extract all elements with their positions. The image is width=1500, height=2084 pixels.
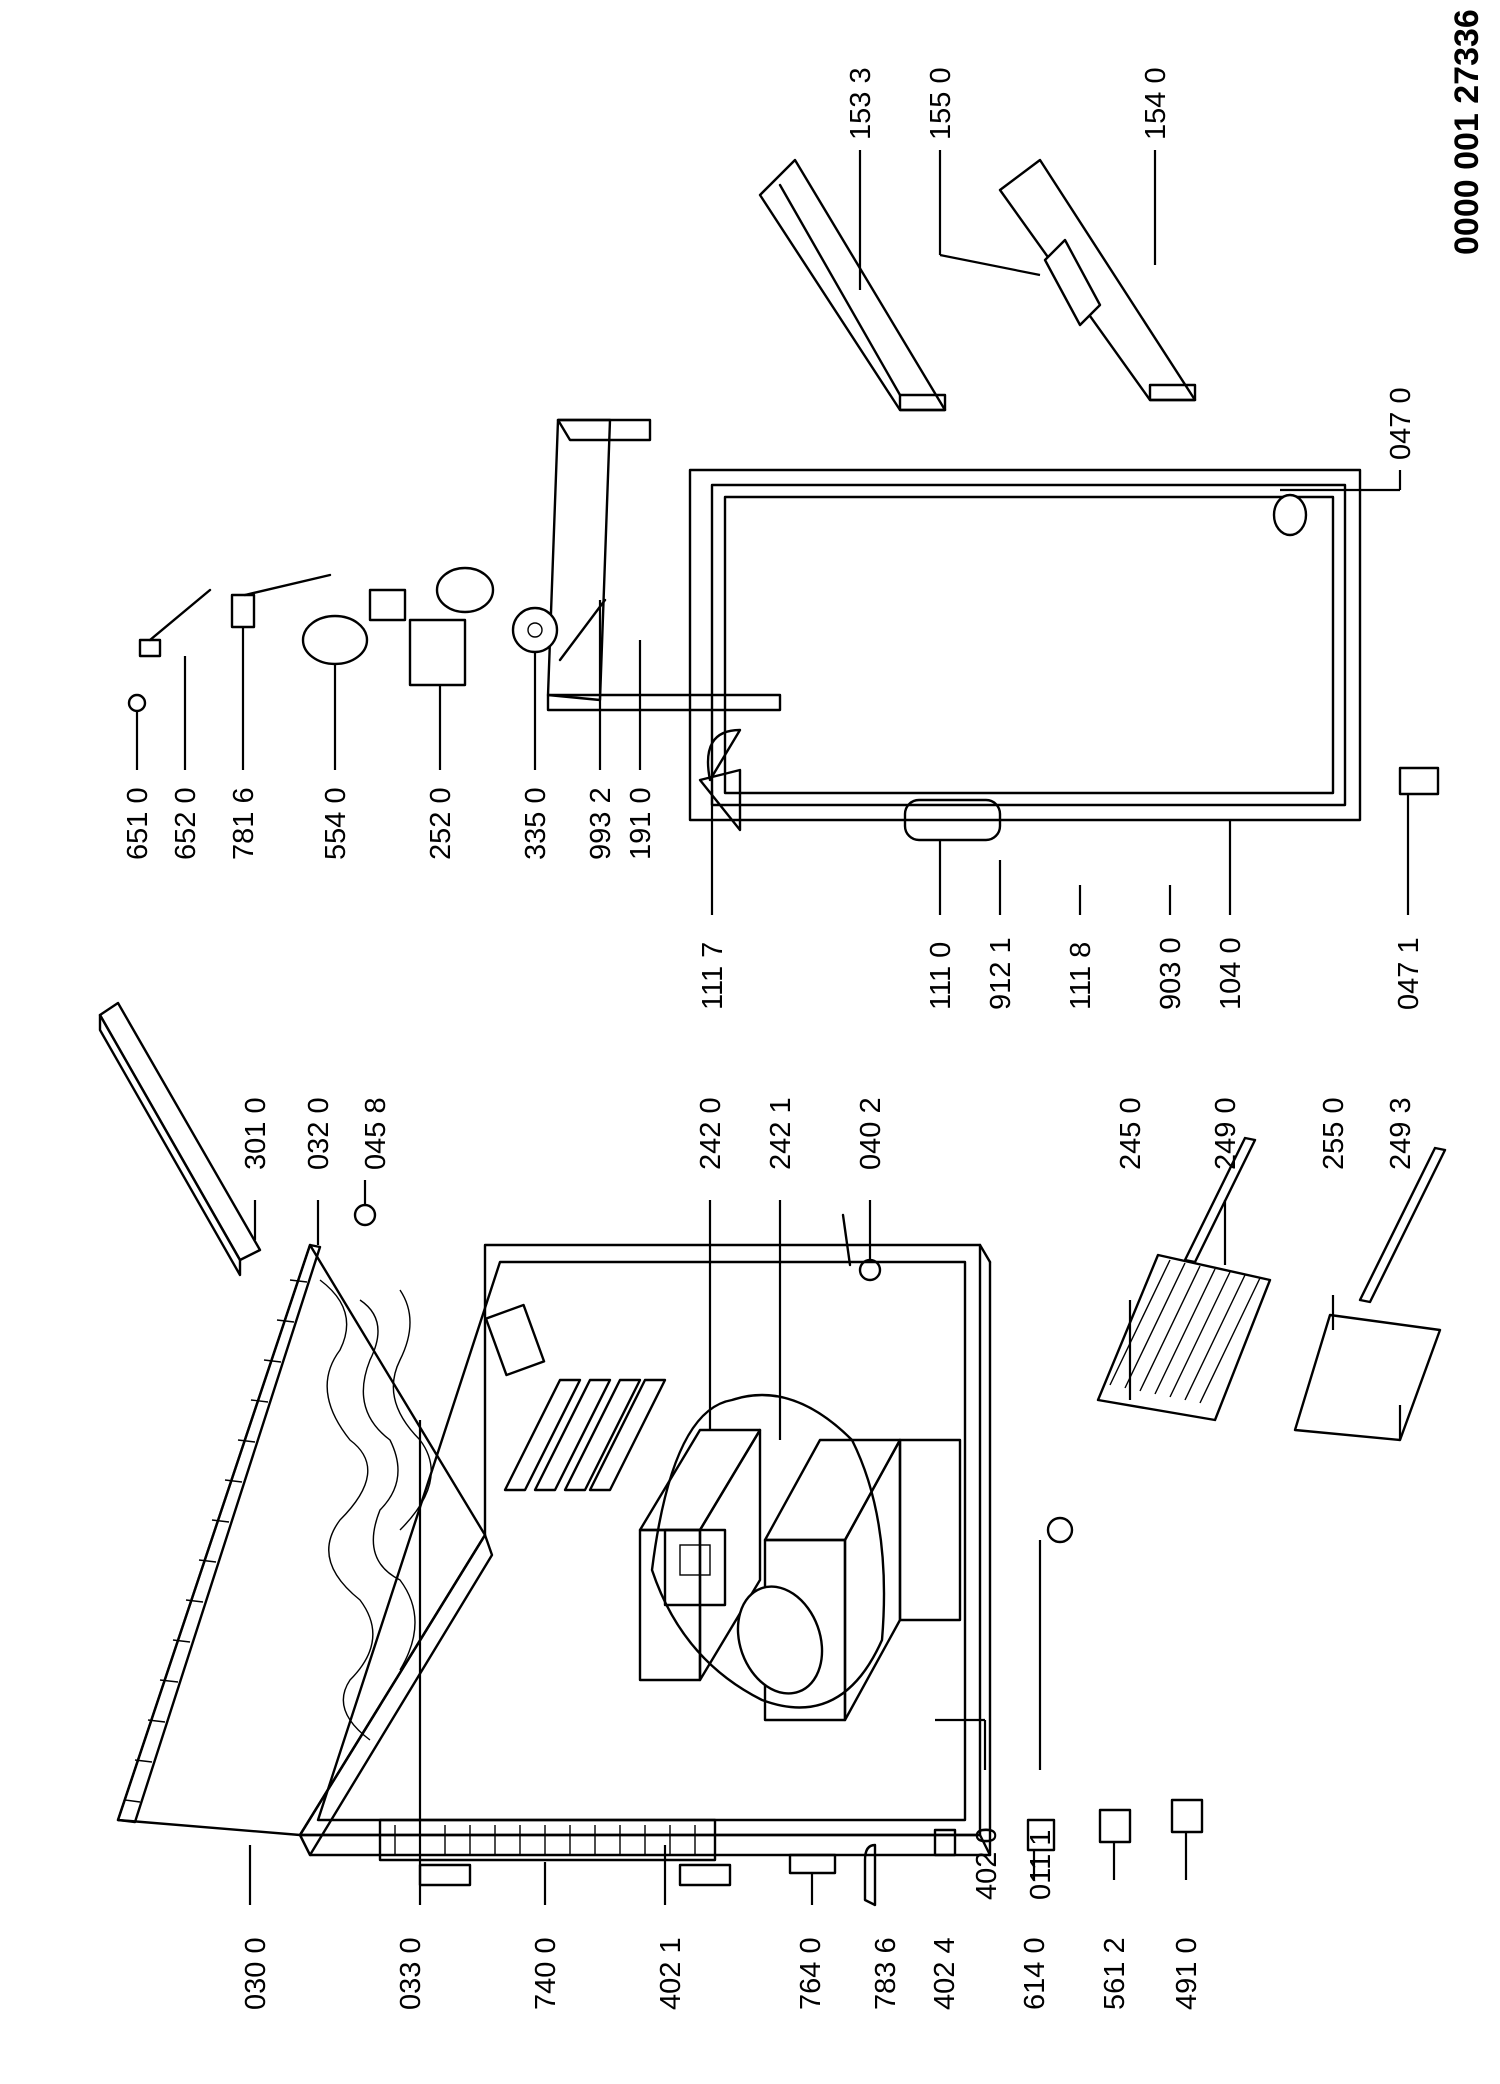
label-491-0: 491 0 bbox=[1171, 1937, 1203, 2010]
label-242-0: 242 0 bbox=[695, 1097, 727, 1170]
cabinet-body bbox=[116, 1243, 992, 1887]
trim-strip bbox=[98, 1001, 262, 1262]
label-912-1: 912 1 bbox=[985, 937, 1017, 1010]
label-245-0: 245 0 bbox=[1115, 1097, 1147, 1170]
label-242-1: 242 1 bbox=[765, 1097, 797, 1170]
part-labels: 030 0 033 0 740 0 402 1 764 0 783 6 402 … bbox=[122, 9, 1486, 2010]
loose-parts bbox=[353, 1203, 1204, 1907]
label-030-0: 030 0 bbox=[240, 1937, 272, 2010]
label-335-0: 335 0 bbox=[520, 787, 552, 860]
label-554-0: 554 0 bbox=[320, 787, 352, 860]
label-993-2: 993 2 bbox=[585, 787, 617, 860]
shelves bbox=[1096, 1136, 1447, 1442]
door-balconies bbox=[758, 158, 1197, 412]
label-249-3: 249 3 bbox=[1385, 1097, 1417, 1170]
label-252-0: 252 0 bbox=[425, 787, 457, 860]
label-111-8: 111 8 bbox=[1065, 942, 1097, 1010]
document-number: 0000 001 27336 bbox=[1448, 9, 1486, 255]
label-903-0: 903 0 bbox=[1155, 937, 1187, 1010]
worktop-hatch bbox=[124, 1279, 308, 1803]
label-047-0: 047 0 bbox=[1385, 387, 1417, 460]
label-111-7: 111 7 bbox=[697, 942, 729, 1010]
label-154-0: 154 0 bbox=[1140, 67, 1172, 140]
condenser-lines bbox=[394, 1825, 696, 1855]
label-402-0: 402 0 bbox=[971, 1827, 1003, 1900]
label-402-1: 402 1 bbox=[655, 1937, 687, 2010]
label-402-4: 402 4 bbox=[929, 1937, 961, 2010]
label-032-0: 032 0 bbox=[303, 1097, 335, 1170]
label-045-8: 045 8 bbox=[360, 1097, 392, 1170]
label-040-2: 040 2 bbox=[855, 1097, 887, 1170]
label-047-1: 047 1 bbox=[1393, 937, 1425, 1010]
label-033-0: 033 0 bbox=[395, 1937, 427, 2010]
label-781-6: 781 6 bbox=[228, 787, 260, 860]
label-783-6: 783 6 bbox=[870, 1937, 902, 2010]
label-249-0: 249 0 bbox=[1210, 1097, 1242, 1170]
label-652-0: 652 0 bbox=[170, 787, 202, 860]
label-111-0: 111 0 bbox=[925, 942, 957, 1010]
label-255-0: 255 0 bbox=[1318, 1097, 1350, 1170]
label-764-0: 764 0 bbox=[795, 1937, 827, 2010]
label-153-3: 153 3 bbox=[845, 67, 877, 140]
label-104-0: 104 0 bbox=[1215, 937, 1247, 1010]
label-561-2: 561 2 bbox=[1099, 1937, 1131, 2010]
door bbox=[546, 418, 1362, 842]
label-614-0: 614 0 bbox=[1019, 1937, 1051, 2010]
label-651-0: 651 0 bbox=[122, 787, 154, 860]
label-191-0: 191 0 bbox=[625, 787, 657, 860]
label-740-0: 740 0 bbox=[530, 1937, 562, 2010]
label-011-1: 011 1 bbox=[1025, 1830, 1057, 1900]
label-155-0: 155 0 bbox=[925, 67, 957, 140]
label-301-0: 301 0 bbox=[240, 1097, 272, 1170]
leader-lines bbox=[135, 150, 1410, 1905]
